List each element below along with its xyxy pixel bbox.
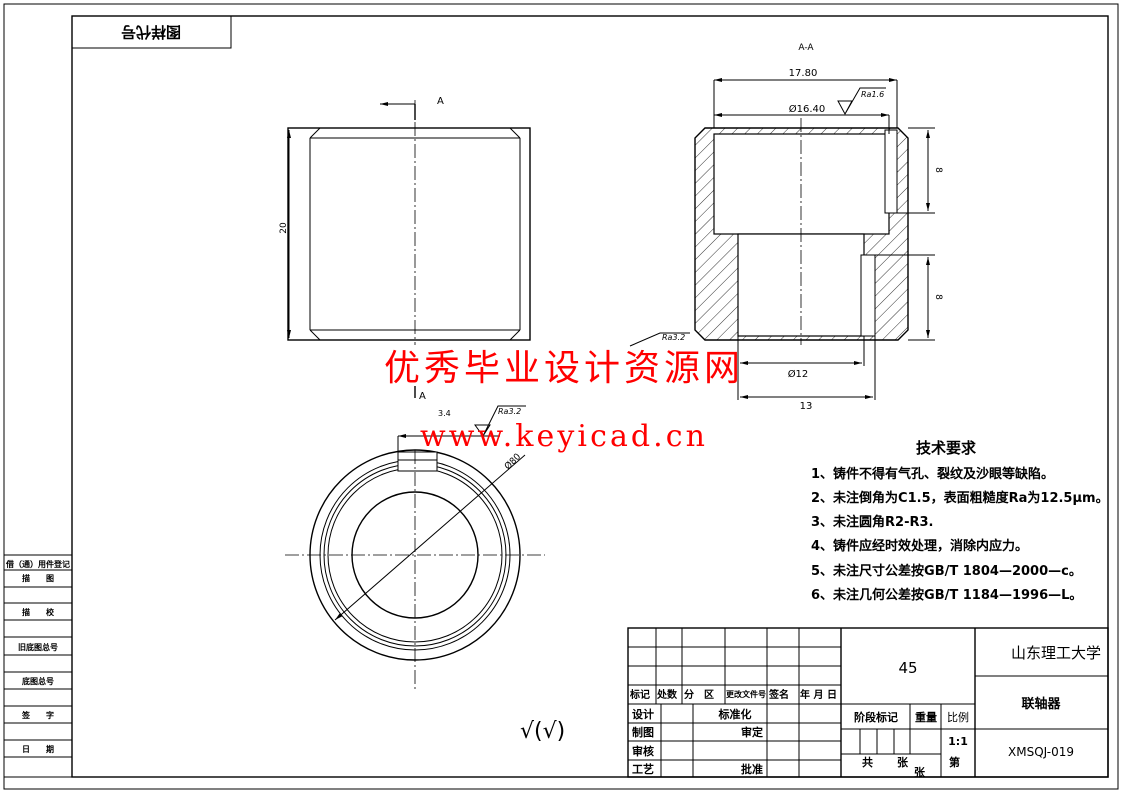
row-label: 审核	[632, 744, 654, 758]
row-label: 制图	[632, 725, 654, 739]
standardize-label: 标准化	[718, 707, 752, 721]
stage-mark-label: 阶段标记	[854, 710, 898, 724]
tech-item: 1、铸件不得有气孔、裂纹及沙眼等缺陷。	[811, 466, 1054, 482]
roughness-label: Ra1.6	[861, 90, 884, 99]
strip-label: 签 字	[21, 710, 54, 720]
number-label: 第	[949, 755, 960, 769]
roughness-symbol	[474, 405, 526, 437]
drawing-code-text: 图样代号	[121, 23, 181, 41]
header-cell: 更改文件号	[726, 689, 766, 699]
section-label: A	[419, 391, 426, 402]
part-name: 联轴器	[1021, 696, 1061, 712]
front-view: A A 20	[279, 96, 531, 402]
dim-overall: 17.80	[789, 68, 818, 79]
weight-label: 重量	[915, 710, 937, 724]
roughness-note: √(√)	[520, 719, 565, 744]
tech-item: 5、未注尺寸公差按GB/T 1804—2000—c。	[811, 563, 1082, 579]
strip-label: 日 期	[22, 744, 54, 754]
header-cell: 年 月 日	[800, 688, 837, 701]
approve-label: 批准	[741, 762, 763, 776]
strip-label: 描 校	[22, 607, 55, 617]
roughness-label: Ra3.2	[498, 407, 521, 416]
tech-item: 4、铸件应经时效处理，消除内应力。	[811, 538, 1028, 554]
school-name: 山东理工大学	[1011, 644, 1101, 662]
tech-item: 2、未注倒角为C1.5，表面粗糙度Ra为12.5μm。	[811, 490, 1109, 506]
left-strip-table: 借（通）用件登记 描 图 描 校 旧底图总号 底图总号 签 字 日 期	[3, 554, 73, 778]
watermark-title: 优秀毕业设计资源网	[384, 348, 740, 389]
header-cell: 处数	[656, 688, 678, 701]
header-cell: 签名	[768, 688, 789, 701]
end-view: 3.4 Ra3.2 Ø80	[285, 405, 545, 690]
review-label: 审定	[741, 725, 763, 739]
drawing-frame	[71, 15, 1109, 778]
tech-item: 6、未注几何公差按GB/T 1184—1996—L。	[811, 587, 1082, 603]
tech-title: 技术要求	[916, 439, 977, 457]
tech-item: 3、未注圆角R2-R3.	[811, 514, 934, 530]
section-label: A	[437, 96, 444, 107]
strip-label: 描 图	[22, 573, 54, 583]
title-block: 标记 处数 分 区 更改文件号 签名 年 月 日 设计 制图 审核 工艺 标准化…	[627, 627, 1109, 779]
strip-label: 借（通）用件登记	[5, 559, 70, 569]
roughness-label: Ra3.2	[662, 333, 685, 342]
outer-border	[3, 3, 1119, 790]
sheet-label: 张	[914, 765, 926, 779]
scale-label: 比例	[947, 710, 969, 724]
strip-label: 旧底图总号	[18, 642, 58, 652]
header-cell: 分 区	[684, 688, 714, 701]
sheet-label: 张	[897, 755, 909, 769]
technical-requirements: 技术要求 1、铸件不得有气孔、裂纹及沙眼等缺陷。 2、未注倒角为C1.5，表面粗…	[811, 439, 1109, 603]
drawing-number: XMSQJ-019	[1008, 745, 1074, 759]
dim-depth-upper: 8	[933, 167, 943, 173]
total-label: 共	[862, 755, 873, 769]
roughness-symbol	[837, 87, 886, 116]
dim-depth-lower: 8	[933, 294, 943, 300]
header-cell: 标记	[629, 688, 650, 701]
drawing-code-box: 图样代号	[71, 15, 232, 49]
section-view: A-A 17.80 Ø16.40 Ra1.6 8 8 Ø12 13 Ra3.2	[629, 43, 943, 412]
section-title: A-A	[798, 43, 814, 53]
scale-value: 1:1	[948, 735, 968, 748]
diameter-dim: Ø80	[502, 451, 523, 472]
strip-label: 底图总号	[21, 676, 54, 686]
watermark-url: www.keyicad.cn	[420, 419, 705, 454]
dim-lower: 13	[800, 401, 813, 412]
material: 45	[898, 659, 917, 677]
row-label: 工艺	[632, 762, 654, 776]
dim-bore: Ø16.40	[789, 103, 826, 115]
keyway-dim: 3.4	[438, 409, 451, 418]
row-label: 设计	[632, 707, 654, 721]
height-dimension-text: 20	[279, 222, 289, 234]
dim-small-bore: Ø12	[788, 368, 809, 380]
